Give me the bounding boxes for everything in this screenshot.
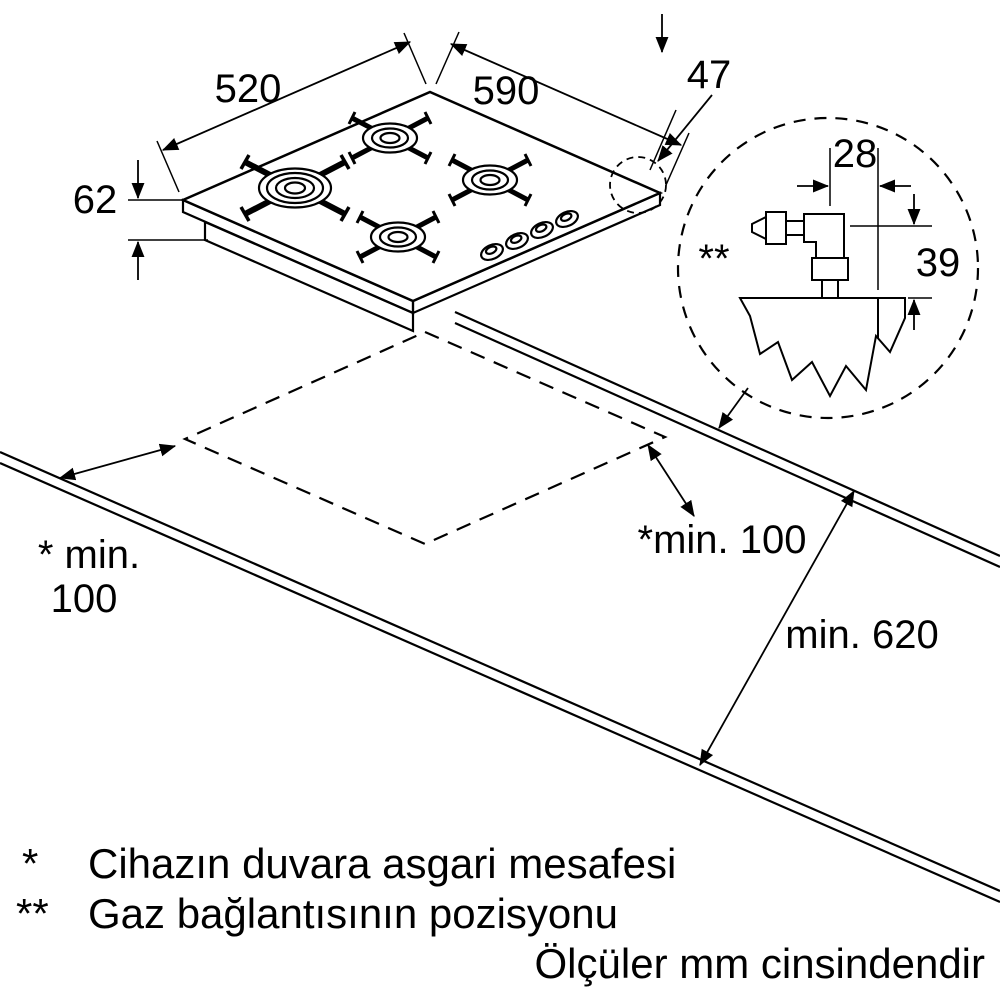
hob — [179, 90, 664, 333]
clearance-left-label-line2: 100 — [51, 577, 118, 621]
control-knobs — [480, 209, 579, 262]
gas-detail-circle — [676, 116, 980, 420]
dim-width-label: 590 — [473, 69, 540, 113]
worktop-back-edge — [454, 310, 1000, 569]
gas-position-arrow — [718, 387, 749, 429]
burner-front-left-wok — [239, 154, 351, 222]
units-note: Ölçüler mm cinsindendir — [535, 940, 985, 987]
footnote-gas-text: Gaz bağlantısının pozisyonu — [88, 890, 618, 937]
footnote-wall-marker: * — [22, 840, 38, 887]
dimension-width-590: 590 — [435, 31, 690, 186]
pipe-coupling-nut — [811, 257, 849, 281]
control-knob — [530, 220, 554, 240]
dimension-height-62: 62 — [73, 160, 208, 280]
worktop-depth-annotation: min. 620 — [699, 490, 939, 766]
gas-detail-marker: ** — [698, 237, 729, 281]
clearance-back-label: *min. 100 — [638, 518, 807, 562]
pipe-elbow-body — [803, 213, 845, 259]
clearance-left-wall: * min. 100 — [38, 443, 177, 621]
footnote-gas-marker: ** — [16, 890, 49, 937]
pipe-cone-tip — [751, 215, 767, 241]
pipe-vertical — [821, 279, 839, 299]
gas-pipe-elbow — [751, 211, 849, 299]
burner-front-center — [355, 210, 441, 264]
dimension-corner-47: 47 — [649, 14, 732, 171]
dim-depth-label: 520 — [215, 67, 282, 111]
dimension-gas-horizontal-28: 28 — [797, 132, 911, 290]
control-knob — [480, 242, 504, 262]
pipe-nut — [765, 211, 787, 245]
dim-gas-vertical-label: 39 — [916, 241, 961, 285]
control-knob — [505, 231, 529, 251]
gas-connection-detail: 28 39 ** — [698, 132, 960, 399]
clearance-left-label-line1: * min. — [38, 533, 140, 577]
cutout-outline — [182, 330, 668, 546]
footnote-wall-text: Cihazın duvara asgari mesafesi — [88, 840, 676, 887]
clearance-back-wall: *min. 100 — [638, 444, 807, 562]
worktop-section — [738, 297, 906, 399]
dimension-gas-vertical-39: 39 — [850, 194, 960, 330]
dim-corner-label: 47 — [687, 53, 732, 97]
control-knob — [555, 209, 579, 229]
worktop-front-edge — [0, 450, 1000, 904]
worktop-depth-label: min. 620 — [785, 613, 938, 657]
footnotes: * Cihazın duvara asgari mesafesi ** Gaz … — [16, 840, 985, 987]
pipe-horizontal — [785, 220, 805, 236]
burner-back-right — [447, 153, 533, 207]
dim-height-label: 62 — [73, 178, 118, 222]
dim-gas-horizontal-label: 28 — [833, 132, 878, 176]
dimension-depth-520: 520 — [156, 32, 427, 193]
